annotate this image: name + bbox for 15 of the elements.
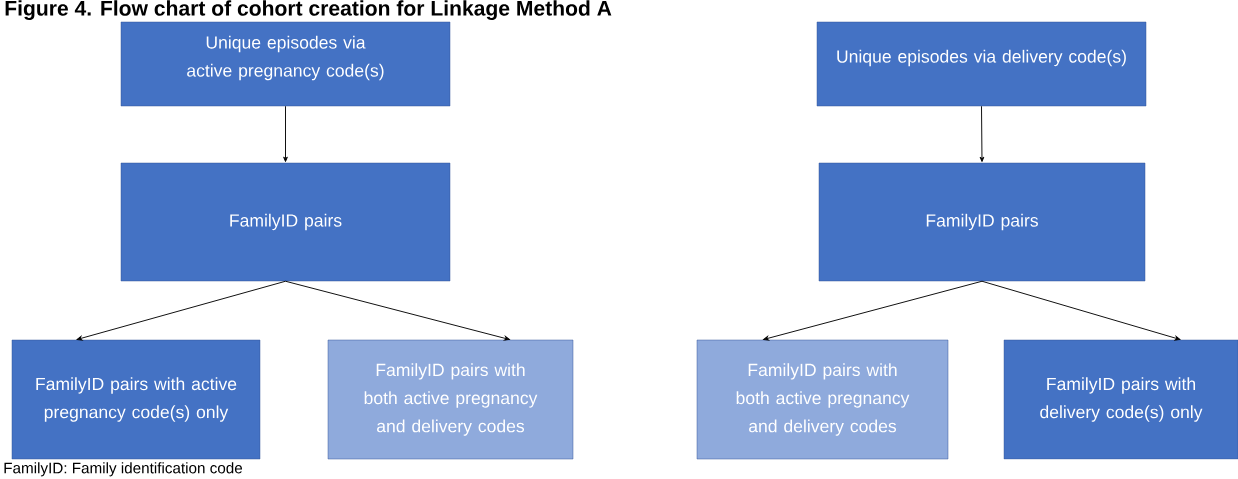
arrow [979,105,985,162]
process-box: FamilyID pairs with both active pregnancy and delivery codes [696,339,949,460]
arrow [76,280,286,341]
figure-title: Figure 4. Flow chart of cohort creation for Linkage Method A [5,0,612,20]
arrow [285,280,510,341]
process-box: FamilyID pairs [818,162,1146,282]
process-box: FamilyID pairs [120,162,451,282]
arrow [981,280,1181,341]
process-box: Unique episodes via active pregnancy code(s) [120,21,451,107]
process-box: FamilyID pairs with both active pregnancy and delivery codes [327,339,574,460]
process-box: Unique episodes via delivery code(s) [816,21,1147,107]
process-box: FamilyID pairs with delivery code(s) only [1003,339,1238,460]
process-box: FamilyID pairs with active pregnancy code(s) only [11,339,261,460]
arrow [283,105,288,162]
arrow [763,280,983,341]
